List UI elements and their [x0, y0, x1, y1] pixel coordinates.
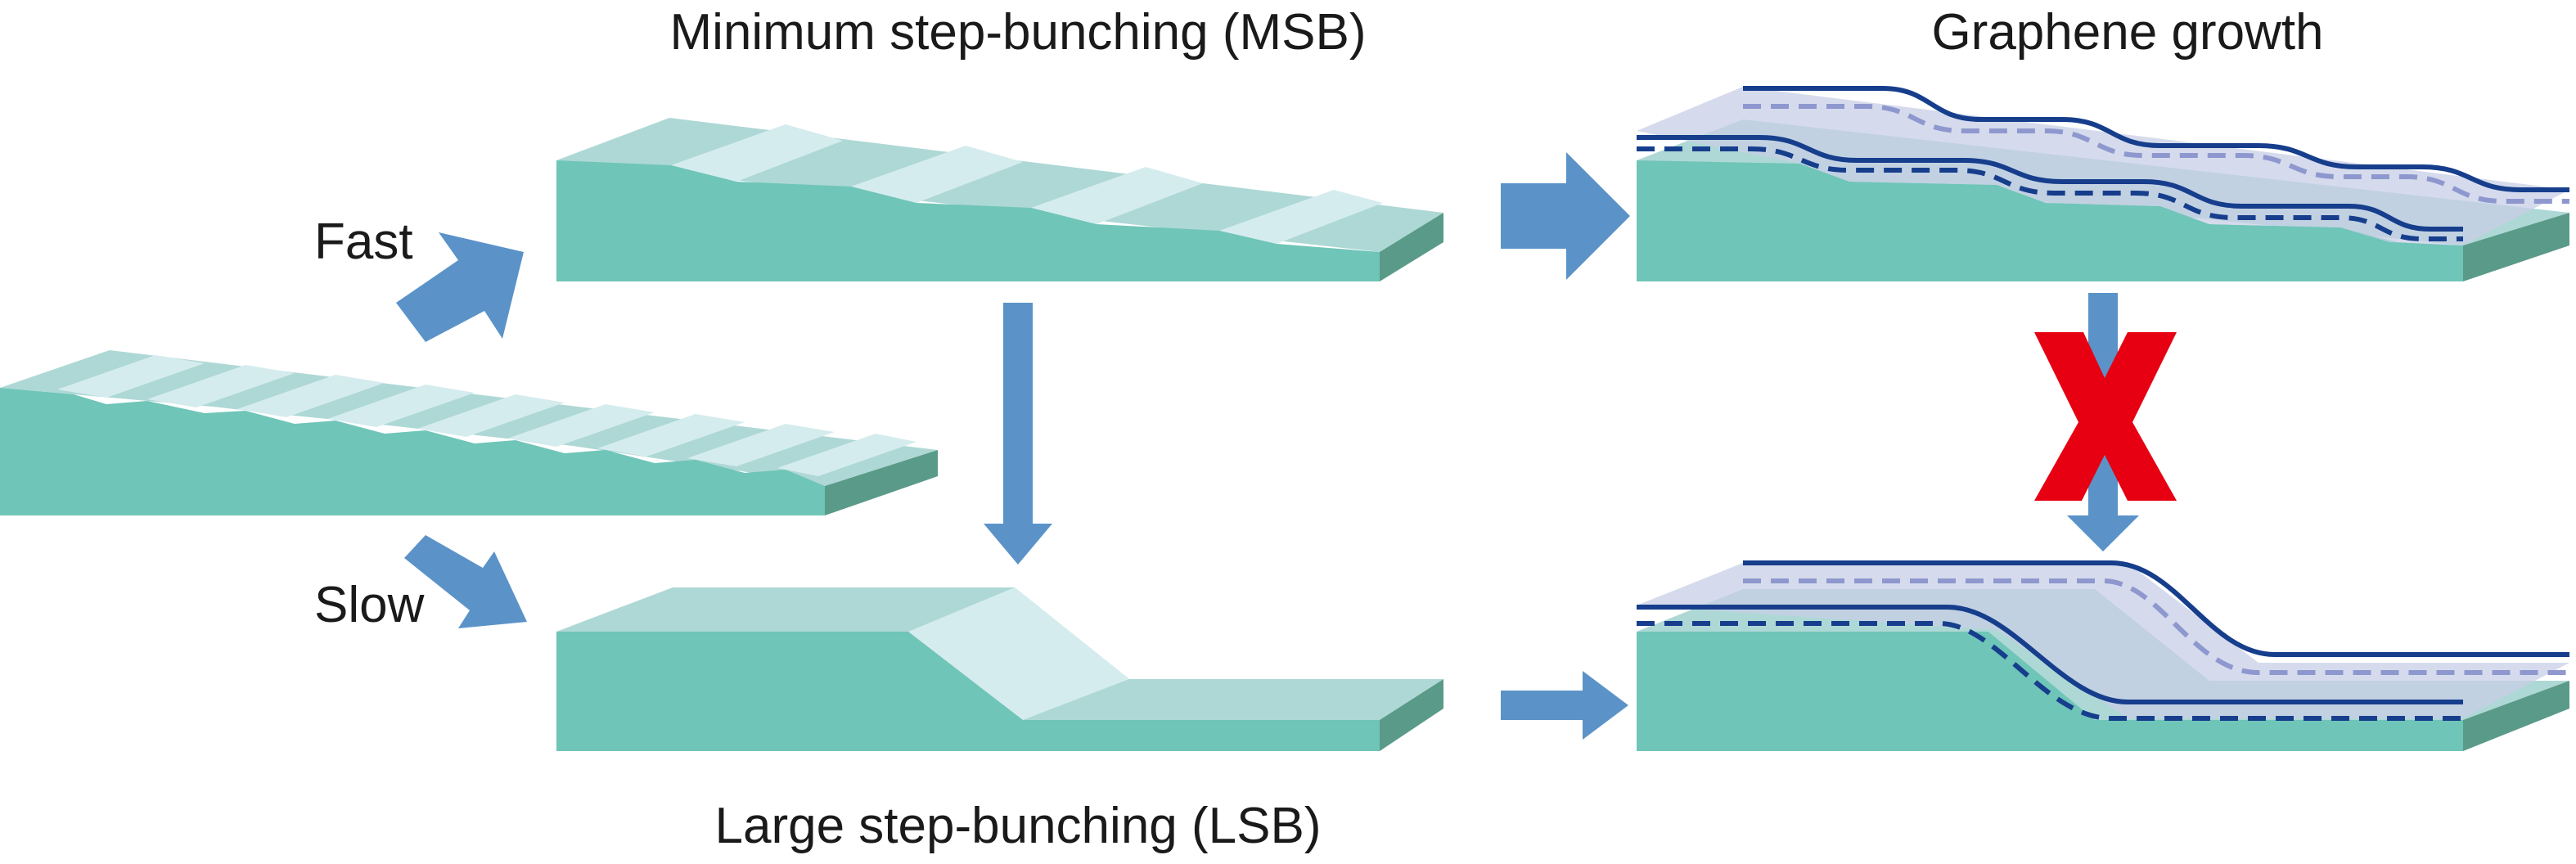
- graphene-lsb-layer-3: [1637, 605, 2463, 704]
- graphene-lsb-layer-4: [1637, 621, 2463, 721]
- msb-to-graphene-arrow: [1501, 152, 1630, 280]
- fast-arrow: [396, 232, 524, 342]
- graphene-msb-substrate-front: [1637, 160, 2463, 281]
- lsb-substrate-side: [1380, 679, 1443, 751]
- lsb-substrate: [556, 587, 1443, 751]
- lsb-to-graphene-arrow: [1501, 671, 1628, 740]
- graphene-on-lsb: [1637, 560, 2569, 751]
- msb-substrate-front: [556, 160, 1380, 281]
- lsb-substrate-front: [556, 632, 1380, 751]
- graphene-lsb-substrate-side: [2463, 681, 2569, 751]
- initial-substrate-side: [825, 450, 938, 515]
- initial-substrate-steps: [57, 355, 916, 476]
- slow-arrow: [404, 535, 527, 628]
- graphene-on-msb: [1637, 86, 2569, 281]
- lsb-title: Large step-bunching (LSB): [714, 798, 1321, 854]
- arrows: [396, 152, 2139, 740]
- graphene-lsb-layer-1: [1743, 560, 2569, 657]
- slow-label: Slow: [314, 577, 425, 633]
- red-cross-mark: [2034, 332, 2177, 501]
- graphene-lsb-film: [1637, 563, 2569, 718]
- msb-substrate: [556, 118, 1443, 281]
- msb-title: Minimum step-bunching (MSB): [669, 4, 1366, 61]
- graphene-msb-substrate-side: [2463, 213, 2569, 281]
- graphene-growth-title: Graphene growth: [1931, 4, 2323, 61]
- initial-substrate-front: [0, 388, 825, 515]
- fast-label: Fast: [314, 214, 413, 270]
- msb-substrate-side: [1380, 213, 1443, 281]
- graphene-msb-layer-2: [1743, 104, 2569, 204]
- lsb-substrate-step: [908, 587, 1129, 720]
- graphene-lsb-layer-2: [1743, 578, 2569, 675]
- msb-substrate-steps: [671, 124, 1383, 244]
- initial-substrate: [0, 350, 938, 515]
- graphene-msb-layer-4: [1637, 146, 2463, 241]
- msb-to-lsb-arrow: [984, 303, 1052, 565]
- graphene-msb-layer-1: [1743, 86, 2569, 192]
- graphene-msb-layer-3: [1637, 135, 2463, 232]
